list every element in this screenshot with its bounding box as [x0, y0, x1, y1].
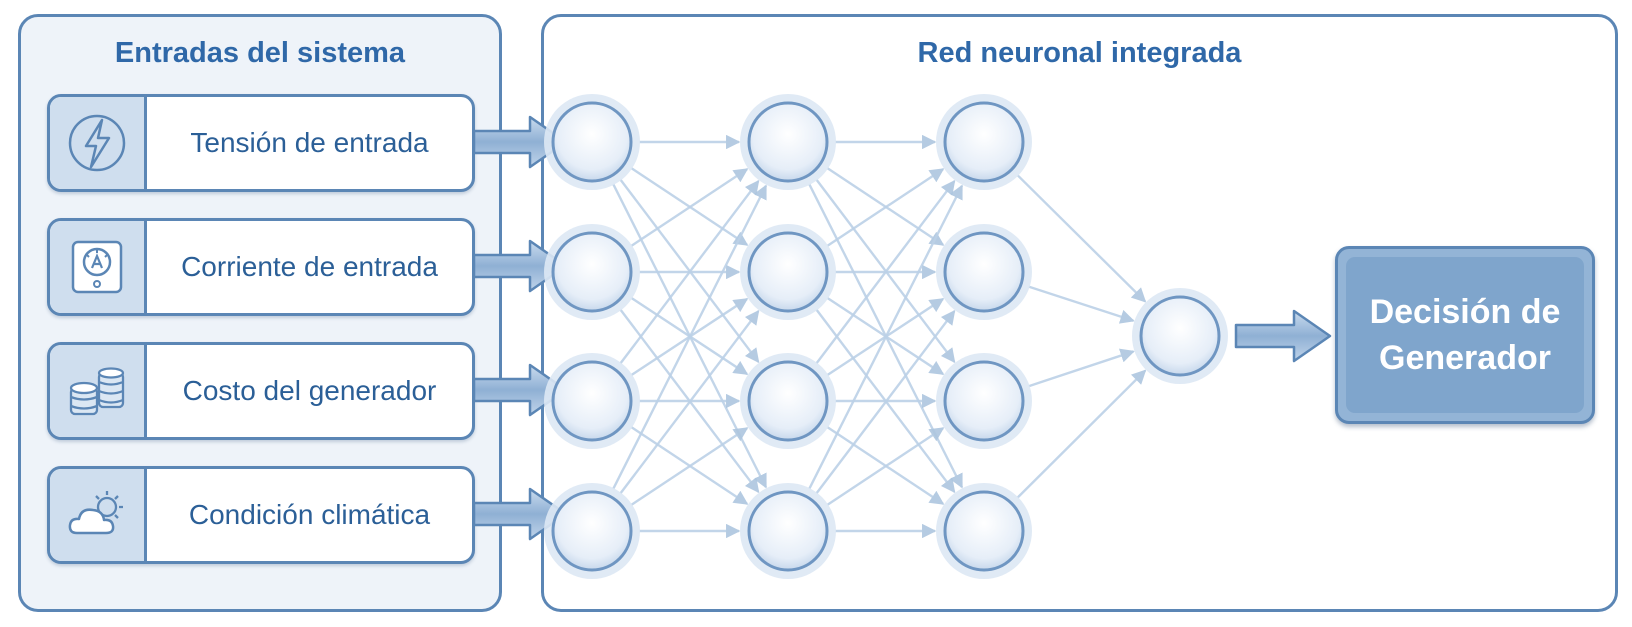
- connection-arrow: [815, 309, 956, 495]
- input-generator-cost: Costo del generador: [47, 342, 475, 440]
- input-generator-cost-label: Costo del generador: [182, 375, 437, 406]
- neuron: [936, 94, 1032, 190]
- neuron: [544, 353, 640, 449]
- inputs-panel-title: Entradas del sistema: [114, 37, 406, 69]
- input-weather-label: Condición climática: [188, 499, 431, 530]
- input-current: Corriente de entrada: [47, 218, 475, 316]
- connection-arrow: [630, 168, 749, 248]
- connection-arrow: [1028, 285, 1135, 324]
- output-neuron: [1132, 288, 1228, 384]
- input-weather: Condición climática: [47, 466, 475, 564]
- ammeter-icon: [71, 240, 123, 294]
- connection-arrow: [826, 168, 945, 248]
- connection-arrow: [1016, 369, 1147, 499]
- neuron: [544, 224, 640, 320]
- generator-decision-output: Decisión de Generador: [1335, 246, 1595, 424]
- connection-arrow: [619, 309, 760, 495]
- neuron: [936, 353, 1032, 449]
- neuron: [936, 483, 1032, 579]
- network-to-decision-arrow: [1234, 309, 1332, 363]
- connection-arrow: [815, 179, 956, 365]
- neuron: [740, 353, 836, 449]
- connection-arrow: [826, 427, 945, 507]
- coins-icon: [69, 367, 125, 416]
- lightning-icon: [68, 114, 126, 172]
- connection-arrow: [1016, 174, 1147, 303]
- connection-arrow: [630, 427, 749, 507]
- neuron: [544, 94, 640, 190]
- connection-arrow: [1028, 348, 1135, 388]
- weather-icon: [68, 491, 123, 535]
- neuron: [740, 224, 836, 320]
- input-current-label: Corriente de entrada: [181, 251, 438, 282]
- connection-arrow: [612, 184, 768, 490]
- connection-arrow: [808, 184, 964, 490]
- input-voltage-label: Tensión de entrada: [190, 127, 429, 158]
- neuron: [740, 483, 836, 579]
- neuron: [740, 94, 836, 190]
- inputs-panel: Entradas del sistema Tensión de entrada …: [18, 14, 502, 612]
- neuron: [936, 224, 1032, 320]
- input-voltage: Tensión de entrada: [47, 94, 475, 192]
- connection-arrow: [619, 179, 760, 365]
- neuron: [544, 483, 640, 579]
- generator-decision-label: Decisión de Generador: [1369, 293, 1561, 377]
- network-panel-title: Red neuronal integrada: [917, 37, 1242, 69]
